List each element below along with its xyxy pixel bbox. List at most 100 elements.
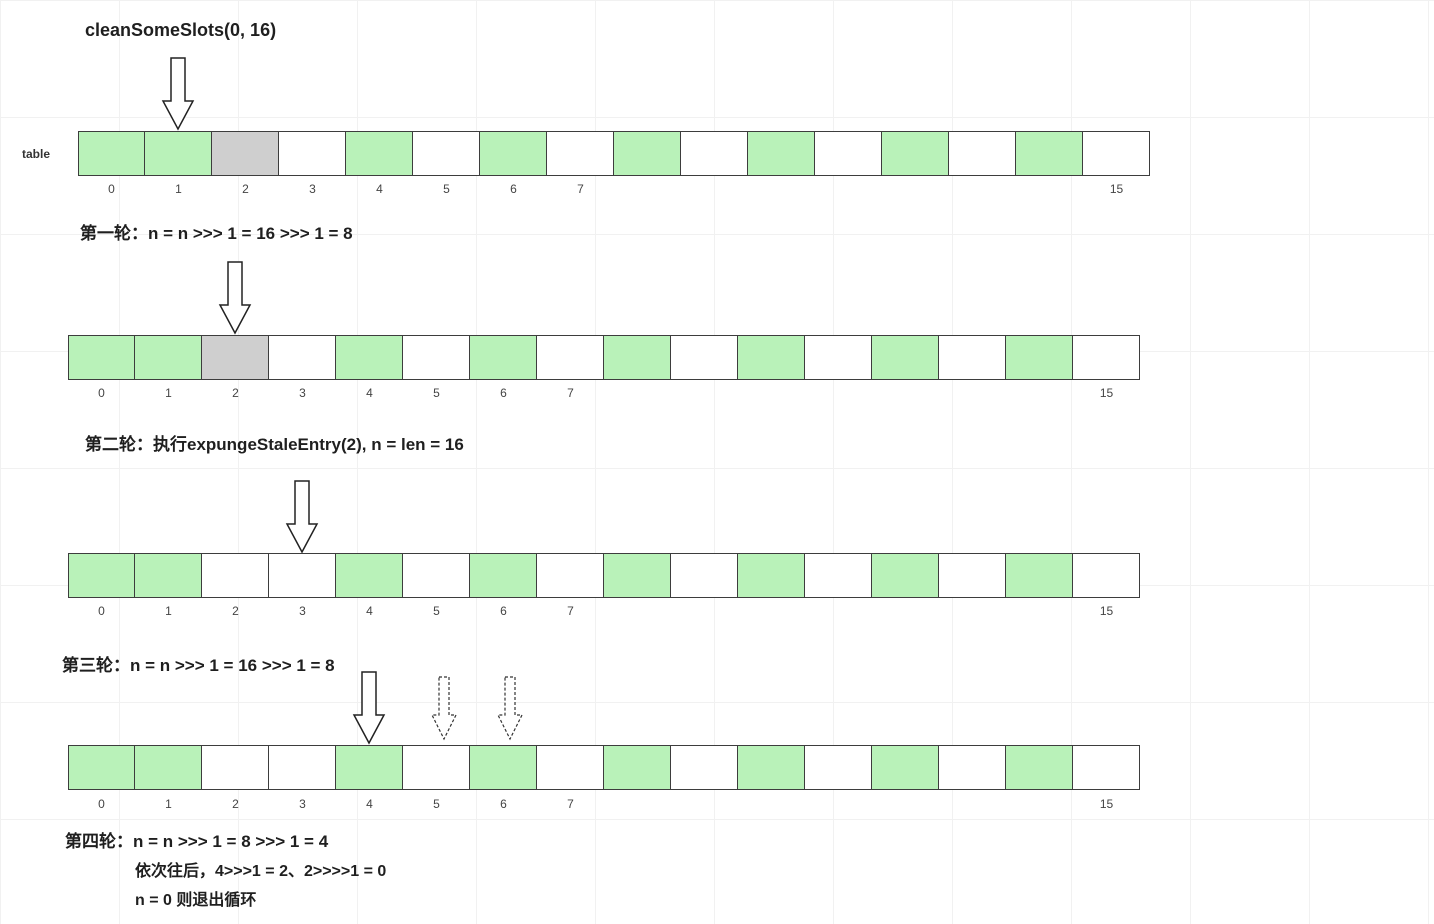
- index-label-8: [614, 182, 681, 196]
- array-cell-5: [403, 553, 470, 598]
- caption-round1: 第一轮：n = n >>> 1 = 16 >>> 1 = 8: [80, 224, 353, 243]
- index-label-0: 0: [98, 604, 105, 618]
- array-cell-4: [336, 745, 403, 790]
- down-arrow-icon: [161, 57, 195, 131]
- index-label-0: 0: [98, 797, 105, 811]
- array-cell-5: [403, 335, 470, 380]
- array-cell-12: [872, 745, 939, 790]
- index-label-2: 2: [232, 604, 239, 618]
- array-cell-14: [1006, 553, 1073, 598]
- array-cell-11: [805, 745, 872, 790]
- array-cell-10: [738, 553, 805, 598]
- down-arrow-icon: [285, 480, 319, 554]
- index-label-14: [1006, 604, 1073, 618]
- array-cell-0: [78, 131, 145, 176]
- index-label-13: [939, 797, 1006, 811]
- array-cell-4: [336, 553, 403, 598]
- index-label-6: 6: [500, 386, 507, 400]
- caption-round4: 第四轮：n = n >>> 1 = 8 >>> 1 = 4 依次往后，4>>>1…: [65, 827, 386, 910]
- index-label-4: 4: [366, 797, 373, 811]
- index-label-15: 15: [1099, 604, 1114, 618]
- down-arrow-icon: [218, 261, 252, 335]
- index-label-15: 15: [1099, 797, 1114, 811]
- index-label-10: [738, 797, 805, 811]
- array-cell-12: [872, 553, 939, 598]
- down-arrow-icon: [352, 671, 386, 745]
- array-cell-9: [671, 335, 738, 380]
- index-label-7: 7: [567, 797, 574, 811]
- array-cell-2: [202, 745, 269, 790]
- index-label-15: 15: [1099, 386, 1114, 400]
- array-cell-3: [269, 553, 336, 598]
- diagram-title: cleanSomeSlots(0, 16): [85, 20, 277, 40]
- array-cell-5: [403, 745, 470, 790]
- array-cell-6: [470, 553, 537, 598]
- array-cell-1: [135, 335, 202, 380]
- array-cell-8: [614, 131, 681, 176]
- index-label-6: 6: [510, 182, 517, 196]
- index-label-2: 2: [232, 386, 239, 400]
- array-cell-9: [671, 553, 738, 598]
- index-label-5: 5: [433, 386, 440, 400]
- array-cell-2: [202, 553, 269, 598]
- index-label-13: [949, 182, 1016, 196]
- array-cell-9: [671, 745, 738, 790]
- array-cell-12: [872, 335, 939, 380]
- array-cell-15: [1083, 131, 1150, 176]
- index-label-12: [882, 182, 949, 196]
- array-cell-7: [537, 335, 604, 380]
- index-label-3: 3: [299, 797, 306, 811]
- array-cell-15: [1073, 335, 1140, 380]
- index-label-14: [1006, 797, 1073, 811]
- index-label-4: 4: [376, 182, 383, 196]
- index-label-10: [748, 182, 815, 196]
- index-label-12: [872, 797, 939, 811]
- array-cell-5: [413, 131, 480, 176]
- array-cell-7: [537, 745, 604, 790]
- dotted-down-arrow-icon: [431, 676, 457, 741]
- array-cell-10: [738, 745, 805, 790]
- array-cell-15: [1073, 745, 1140, 790]
- array-cell-13: [939, 745, 1006, 790]
- index-label-1: 1: [175, 182, 182, 196]
- array-cell-4: [346, 131, 413, 176]
- index-label-9: [681, 182, 748, 196]
- array-cell-7: [547, 131, 614, 176]
- array-cell-15: [1073, 553, 1140, 598]
- array-cell-7: [537, 553, 604, 598]
- index-label-1: 1: [165, 797, 172, 811]
- index-label-7: 7: [567, 386, 574, 400]
- array-cell-11: [805, 553, 872, 598]
- index-label-9: [671, 386, 738, 400]
- array-cell-8: [604, 335, 671, 380]
- array-cell-3: [269, 335, 336, 380]
- array-row-2: [68, 335, 1140, 380]
- index-label-11: [815, 182, 882, 196]
- array-cell-3: [269, 745, 336, 790]
- table-label: table: [22, 147, 51, 161]
- index-label-12: [872, 386, 939, 400]
- caption-round4-line2: 依次往后，4>>>1 = 2、2>>>>1 = 0: [135, 863, 387, 880]
- index-label-0: 0: [108, 182, 115, 196]
- array-cell-0: [68, 335, 135, 380]
- array-cell-10: [748, 131, 815, 176]
- array-cell-4: [336, 335, 403, 380]
- index-label-7: 7: [567, 604, 574, 618]
- array-cell-13: [939, 335, 1006, 380]
- array-cell-0: [68, 745, 135, 790]
- index-label-7: 7: [577, 182, 584, 196]
- array-cell-6: [470, 745, 537, 790]
- array-cell-6: [480, 131, 547, 176]
- array-cell-14: [1006, 745, 1073, 790]
- index-label-13: [939, 604, 1006, 618]
- index-label-0: 0: [98, 386, 105, 400]
- index-label-3: 3: [309, 182, 316, 196]
- array-row-3: [68, 553, 1140, 598]
- array-cell-10: [738, 335, 805, 380]
- array-cell-12: [882, 131, 949, 176]
- index-label-1: 1: [165, 604, 172, 618]
- dotted-down-arrow-icon: [497, 676, 523, 741]
